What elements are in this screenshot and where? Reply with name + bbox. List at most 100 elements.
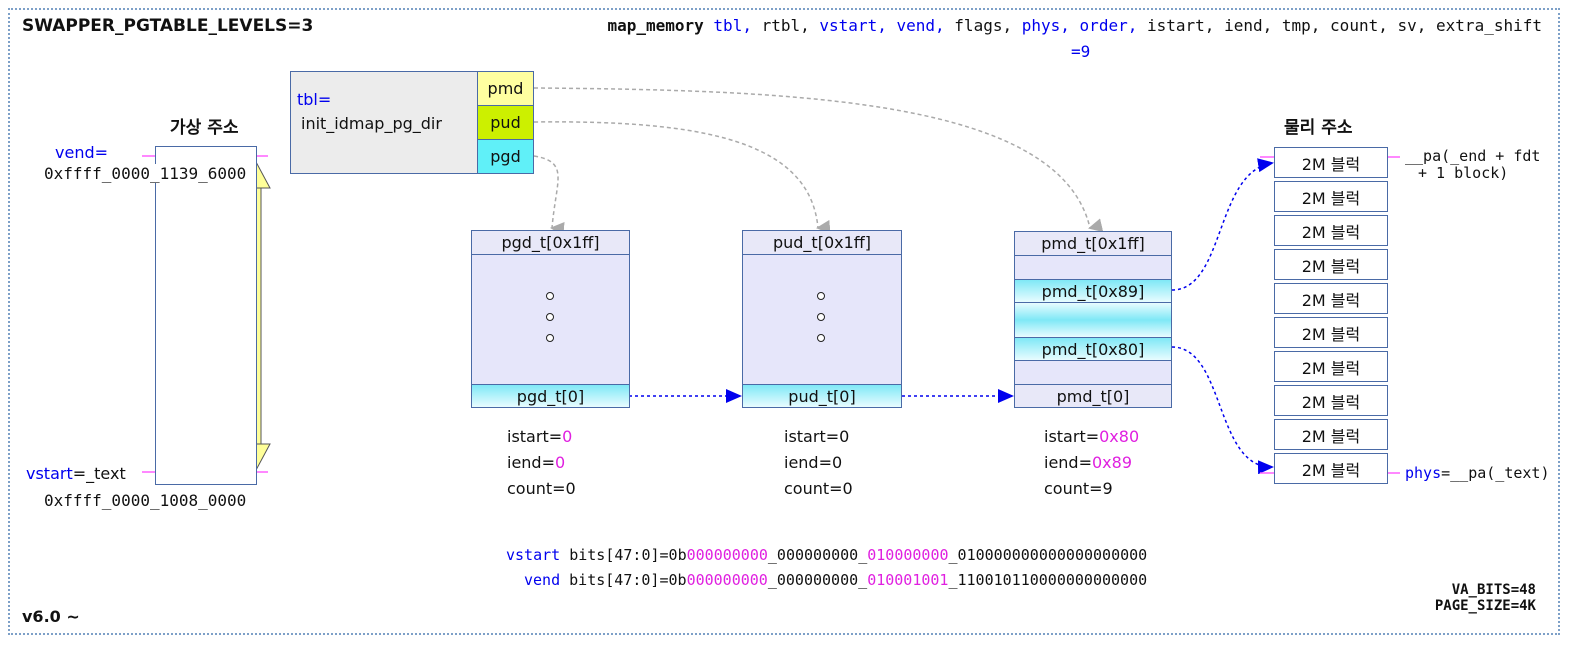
ellipsis-dot [817, 334, 825, 342]
vend-bits-name: vend [524, 571, 561, 589]
physical-address-label: 물리 주소 [1284, 118, 1353, 138]
physical-block: 2M 블럭 [1274, 385, 1388, 416]
tbl-cell-pud: pud [477, 105, 534, 140]
ellipsis-dot [817, 292, 825, 300]
bits-part: 000000000 [686, 546, 768, 564]
pmd-entry-0x80: pmd_t[0x80] [1014, 337, 1172, 361]
pmd-table-foot: pmd_t[0] [1014, 384, 1172, 408]
pmd-count: 9 [1102, 479, 1113, 498]
pmd80-to-block-arrow [1171, 346, 1274, 475]
function-param: tbl, [713, 16, 752, 35]
function-name: map_memory [607, 16, 704, 35]
virtual-address-box [155, 146, 257, 485]
pmd-entry-0x89: pmd_t[0x89] [1014, 279, 1172, 303]
version-label: v6.0 ~ [22, 607, 80, 626]
pmd-istart: 0x80 [1099, 427, 1140, 446]
vend-address: 0xffff_0000_1139_6000 [44, 164, 247, 183]
bits-part: _000000000_ [767, 571, 868, 589]
vstart-address: 0xffff_0000_1008_0000 [44, 491, 247, 510]
bits-part: 010001001 [867, 571, 949, 589]
pmd-table-head: pmd_t[0x1ff] [1014, 231, 1172, 256]
function-param: vend, [896, 16, 945, 35]
pgd-table-head: pgd_t[0x1ff] [471, 230, 630, 255]
function-param: count, [1330, 16, 1388, 35]
order-value: =9 [1071, 42, 1091, 61]
ellipsis-dot [546, 292, 554, 300]
vstart-label: vstart=_text [26, 464, 126, 483]
pgd-link-arrow [533, 155, 565, 236]
count-label: count= [784, 479, 843, 498]
vstart-bits-name: vstart [506, 546, 561, 564]
function-param: rtbl, [761, 16, 810, 35]
bits-prefix: bits[47:0]=0b [569, 571, 687, 589]
pmd-table-gap [1014, 360, 1172, 385]
vstart-bits: vstart bits[47:0]=0b000000000_000000000_… [506, 546, 1147, 564]
pgd-info: istart=0 iend=0 count=0 [507, 424, 576, 502]
virtual-address-label: 가상 주소 [170, 118, 239, 138]
pgd-count: 0 [565, 479, 576, 498]
physical-block: 2M 블럭 [1274, 181, 1388, 212]
function-params: tbl, rtbl, vstart, vend, flags, phys, or… [713, 16, 1542, 35]
phys-end-label-1: __pa(_end + fdt [1405, 147, 1541, 165]
pmd-iend: 0x89 [1092, 453, 1133, 472]
bits-part: 000000000 [686, 571, 768, 589]
physical-block: 2M 블럭 [1274, 215, 1388, 246]
count-label: count= [507, 479, 566, 498]
diagram-frame [8, 8, 1560, 635]
tbl-prefix: tbl= [297, 90, 332, 109]
pmd-mapped-range [1014, 302, 1172, 338]
istart-label: istart= [1044, 427, 1100, 446]
function-param: vstart, [819, 16, 887, 35]
bits-part: _000000000_ [767, 546, 868, 564]
physical-block: 2M 블럭 [1274, 147, 1388, 178]
pmd89-to-block-arrow [1171, 158, 1274, 291]
page-size-label: PAGE_SIZE=4K [1434, 598, 1536, 614]
function-signature: map_memory tbl, rtbl, vstart, vend, flag… [607, 16, 1542, 35]
phys-suffix: =__pa(_text) [1441, 464, 1550, 482]
tbl-cell-pgd: pgd [477, 139, 534, 174]
physical-block: 2M 블럭 [1274, 283, 1388, 314]
phys-end-label-2: + 1 block) [1418, 164, 1509, 182]
ellipsis-dot [817, 313, 825, 321]
phys-name: phys [1405, 464, 1442, 482]
pud-iend: 0 [832, 453, 843, 472]
pgd-iend: 0 [555, 453, 566, 472]
physical-block: 2M 블럭 [1274, 317, 1388, 348]
pmd-link-arrow [533, 87, 1104, 233]
vend-bits: vend bits[47:0]=0b000000000_000000000_01… [524, 571, 1147, 589]
bits-prefix: bits[47:0]=0b [569, 546, 687, 564]
iend-label: iend= [1044, 453, 1092, 472]
vstart-name: vstart [26, 464, 73, 483]
pud-table-foot: pud_t[0] [742, 384, 902, 408]
pmd-table-gap [1014, 255, 1172, 280]
vend-label: vend= [55, 143, 109, 162]
tbl-box: tbl= init_idmap_pg_dir [290, 71, 478, 174]
ellipsis-dot [546, 313, 554, 321]
physical-block: 2M 블럭 [1274, 453, 1388, 484]
function-param: sv, [1397, 16, 1427, 35]
ellipsis-dot [546, 334, 554, 342]
bits-part: _110010110000000000000 [948, 571, 1148, 589]
count-label: count= [1044, 479, 1103, 498]
function-param: tmp, [1281, 16, 1321, 35]
phys-start-label: phys=__pa(_text) [1405, 464, 1550, 482]
istart-label: istart= [784, 427, 840, 446]
physical-block: 2M 블럭 [1274, 351, 1388, 382]
pud-count: 0 [842, 479, 853, 498]
physical-block: 2M 블럭 [1274, 249, 1388, 280]
physical-block: 2M 블럭 [1274, 419, 1388, 450]
pud-info: istart=0 iend=0 count=0 [784, 424, 853, 502]
istart-label: istart= [507, 427, 563, 446]
tbl-name: init_idmap_pg_dir [301, 114, 442, 133]
iend-label: iend= [507, 453, 555, 472]
pmd-info: istart=0x80 iend=0x89 count=9 [1044, 424, 1139, 502]
iend-label: iend= [784, 453, 832, 472]
function-param: extra_shift [1436, 16, 1542, 35]
pud-istart: 0 [839, 427, 850, 446]
va-bits-label: VA_BITS=48 [1451, 582, 1536, 598]
function-param: phys, [1021, 16, 1070, 35]
vstart-suffix: =_text [72, 464, 126, 483]
pud-table-head: pud_t[0x1ff] [742, 230, 902, 255]
function-param: istart, [1146, 16, 1215, 35]
function-param: order, [1079, 16, 1138, 35]
